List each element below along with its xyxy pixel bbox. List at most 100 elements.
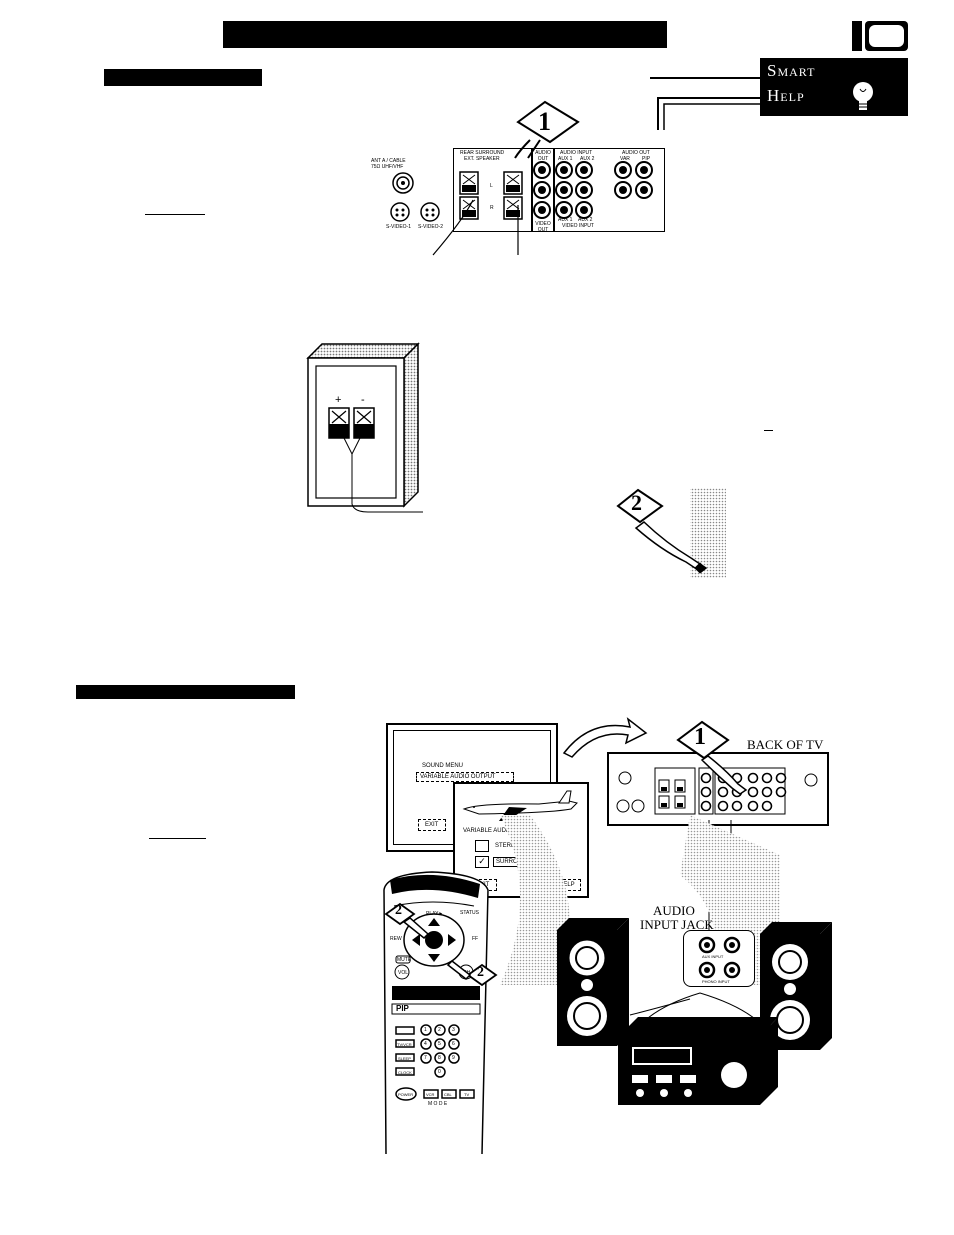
- var-popup-title: VARIABLE AUDIO OUTPUT: [463, 828, 539, 834]
- remote-key-6[interactable]: 6: [452, 1041, 455, 1047]
- back-of-tv-panel: [607, 752, 829, 826]
- remote-key-8[interactable]: 8: [438, 1055, 441, 1061]
- help-rest: ELP: [780, 90, 805, 104]
- stereo-checkbox[interactable]: [475, 840, 489, 852]
- sound-menu-exit-label: EXIT: [425, 822, 439, 828]
- audio-input-jacks-line2: INPUT JACKS: [640, 917, 722, 932]
- audio-input-jacks-line1: AUDIO: [653, 903, 695, 918]
- left-speaker: [557, 918, 629, 1046]
- remote-key-7[interactable]: 7: [424, 1055, 427, 1061]
- video-out-label: VIDEO OUT: [535, 221, 551, 233]
- step-2-number-remote-a: 2: [395, 903, 402, 918]
- step-2-badge-remote-b: 2: [446, 955, 498, 991]
- remote-key-4[interactable]: 4: [424, 1041, 427, 1047]
- help-first: H: [767, 86, 781, 105]
- remote-clock-button[interactable]: CLOCK: [398, 1070, 412, 1075]
- step-1-number-bottom: 1: [694, 724, 706, 750]
- remote-mode-label: M O D E: [428, 1101, 448, 1107]
- remote-tv-button[interactable]: TV: [464, 1092, 470, 1097]
- audio-input-box: AUDIO INPUT AUX 1 AUX 2 AUDIO OUT VAR PI…: [553, 148, 665, 232]
- remote-key-0[interactable]: 0: [438, 1069, 441, 1075]
- svideo1-label: S-VIDEO-1: [386, 224, 412, 230]
- surround-L-label: L: [490, 183, 493, 189]
- section-heading-bar-top: [104, 69, 262, 86]
- remote-sleep-button[interactable]: SLEEP: [398, 1056, 411, 1061]
- remote-rew-button[interactable]: REW: [390, 936, 402, 942]
- video-input-label: VIDEO INPUT: [562, 223, 594, 229]
- right-speaker: [760, 922, 832, 1050]
- var-popup-help-label: HELP: [559, 882, 575, 888]
- dash-mark: [764, 430, 773, 431]
- sound-menu-title: SOUND MENU: [422, 763, 464, 769]
- step-2-number-top: 2: [631, 490, 642, 515]
- speaker-wires-top: [432, 199, 519, 256]
- speaker-plus-label: +: [335, 394, 342, 406]
- aux2-video-label: AUX 2: [578, 217, 593, 223]
- remote-key-3[interactable]: 3: [452, 1027, 455, 1033]
- svideo2-label: S-VIDEO-2: [418, 224, 444, 230]
- sound-menu-item: VARIABLE AUDIO OUTPUT: [416, 772, 514, 782]
- amp-input-panel: AUX INPUT PHONO INPUT: [683, 930, 755, 987]
- step-1-badge-bottom: 1: [676, 720, 756, 800]
- step-1-badge-top: 1: [510, 100, 580, 160]
- speaker-cabinet: + -: [306, 342, 423, 513]
- aux2-label: AUX 2: [580, 156, 595, 162]
- ant-sub-label: 75Ω UHF/VHF: [371, 164, 404, 170]
- page-title-bar: [223, 21, 667, 48]
- remote-vol-button[interactable]: VOL: [398, 970, 409, 976]
- remote-key-2[interactable]: 2: [438, 1027, 441, 1033]
- pip-label: PIP: [642, 156, 651, 162]
- step-1-number-top: 1: [538, 107, 551, 136]
- ant-connector: [392, 172, 414, 194]
- rear-panel-top: ANT A / CABLE 75Ω UHF/VHF S-VIDEO-1 S-VI…: [368, 140, 668, 260]
- remote-tvvcr-button[interactable]: TV/VCR: [397, 1042, 412, 1047]
- smart-rest: MART: [777, 65, 816, 79]
- step-2-badge-remote-a: 2: [384, 902, 434, 946]
- remote-ff-button[interactable]: FF: [472, 936, 479, 942]
- shaded-beam: [500, 815, 780, 985]
- svideo2-connector: [420, 202, 440, 222]
- aux-video-label: AUX 1: [558, 217, 573, 223]
- rca-jacks-top: [533, 161, 653, 219]
- lightbulb-icon: [853, 82, 873, 110]
- rear-surround-box: REAR SURROUND EXT. SPEAKER L R: [453, 148, 533, 232]
- audio-out-label: AUDIO OUT: [535, 150, 551, 162]
- sound-menu-exit-button[interactable]: EXIT: [418, 819, 446, 831]
- remote-pip-label: PIP: [396, 1004, 409, 1013]
- step-2-number-remote-b: 2: [477, 965, 484, 980]
- surround-label: SURROUND: [496, 859, 531, 865]
- surround-checkbox[interactable]: ✓: [475, 856, 489, 868]
- remote-vcr-button[interactable]: VCR: [426, 1092, 435, 1097]
- remote-key-9[interactable]: 9: [452, 1055, 455, 1061]
- curved-arrow: [562, 717, 648, 758]
- remote-control: PLAY► STATUS REW FF MUTE VOL CH PIP 1 2 …: [382, 870, 490, 1155]
- remote-power-button[interactable]: POWER: [398, 1092, 414, 1097]
- receiver-wires: [629, 992, 761, 1026]
- section-heading-bar-bottom: [76, 685, 295, 699]
- remote-key-1[interactable]: 1: [424, 1027, 427, 1033]
- remote-status-button[interactable]: STATUS: [460, 910, 479, 916]
- ant-label: ANT A / CABLE: [371, 158, 406, 164]
- aux-input-label: AUX INPUT: [702, 954, 724, 959]
- underline-mark-bottom: [149, 838, 206, 839]
- phono-input-label: PHONO INPUT: [702, 979, 730, 984]
- cable-lines-top: [650, 77, 760, 130]
- audio-out-right-label: AUDIO OUT: [622, 150, 650, 156]
- speaker-minus-label: -: [361, 394, 365, 406]
- underline-mark-top: [145, 214, 205, 215]
- aux1-label: AUX 1: [558, 156, 573, 162]
- surround-R-label: R: [490, 205, 494, 211]
- remote-mute-button[interactable]: MUTE: [397, 957, 412, 963]
- smart-help-tab: SMART HELP: [760, 58, 908, 116]
- stereo-receiver: [618, 1017, 778, 1105]
- stereo-label: STEREO: [495, 843, 520, 849]
- rear-surround-label: REAR SURROUND: [460, 150, 505, 156]
- remote-cbl-button[interactable]: CBL: [444, 1092, 452, 1097]
- ext-speaker-label: EXT. SPEAKER: [464, 156, 500, 162]
- smart-first: S: [767, 61, 778, 80]
- var-label: VAR: [620, 156, 630, 162]
- audio-out-box: AUDIO OUT VIDEO OUT: [531, 148, 555, 233]
- step-2-hand-top: 2: [616, 488, 726, 578]
- remote-key-5[interactable]: 5: [438, 1041, 441, 1047]
- tv-icon: [852, 21, 908, 51]
